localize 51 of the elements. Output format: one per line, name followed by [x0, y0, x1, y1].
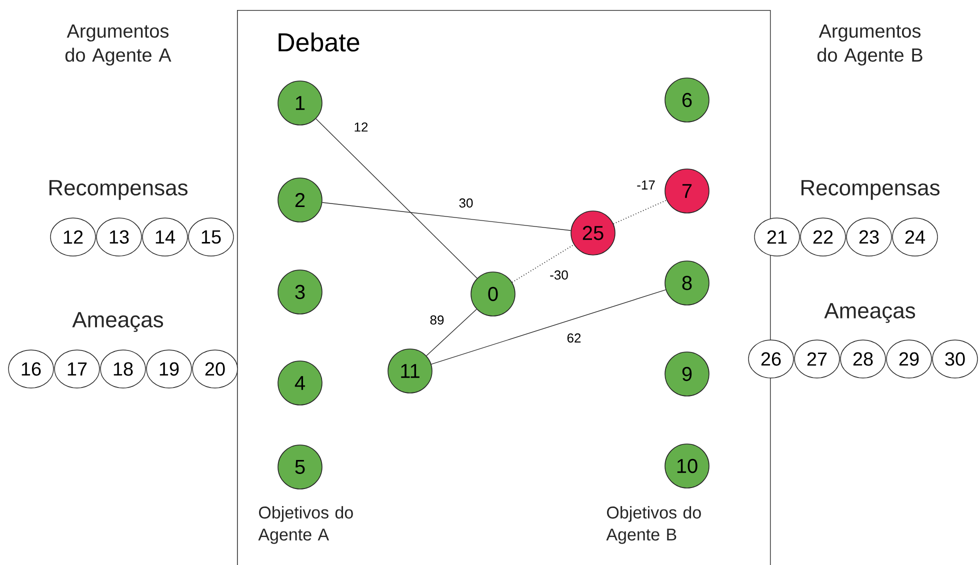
circle-node: 19 — [146, 350, 192, 388]
circle-node: 28 — [840, 340, 886, 378]
circle-node: 11 — [388, 348, 432, 394]
heading-text: Ameaças — [72, 312, 164, 332]
circle-node: 16 — [8, 350, 54, 388]
circle-node: 17 — [54, 350, 100, 388]
circle-node: 29 — [886, 340, 932, 378]
circle-node: 18 — [100, 350, 146, 388]
heading-text: Recompensas — [50, 180, 188, 200]
edge-label: -17 — [636, 180, 656, 190]
edge-label: 30 — [458, 197, 474, 209]
circle-node: 30 — [932, 340, 978, 378]
heading-text: Argumentos do Agente A — [65, 24, 172, 66]
connector-line — [316, 118, 478, 279]
circle-node: 14 — [142, 218, 188, 256]
connector-line — [431, 289, 666, 365]
connector-line — [426, 308, 477, 356]
connector-line — [512, 244, 574, 283]
circle-node: 25 — [570, 210, 616, 256]
circle-node: 20 — [192, 350, 238, 388]
circle-node: 9 — [664, 352, 710, 396]
circle-node: 27 — [794, 340, 840, 378]
edge-label: 89 — [428, 314, 446, 326]
heading-text: Ameaças — [824, 303, 916, 323]
circle-node: 1 — [278, 80, 322, 126]
edge-label: 62 — [566, 332, 582, 344]
edge-label: -30 — [548, 269, 570, 281]
circle-node: 8 — [664, 260, 710, 306]
heading-text: Argumentos do Agente B — [817, 24, 922, 66]
circle-node: 5 — [278, 444, 322, 490]
circle-node: 15 — [188, 218, 234, 256]
heading-text: Objetivos do Agente A — [258, 506, 353, 544]
edge-label: 12 — [352, 121, 370, 133]
circle-node: 4 — [278, 360, 322, 406]
circle-node: 21 — [754, 218, 800, 256]
circle-node: 26 — [748, 340, 794, 378]
circle-node: 23 — [846, 218, 892, 256]
heading-text: Recompensas — [802, 180, 940, 200]
circle-node: 24 — [892, 218, 938, 256]
heading-text: Objetivos do Agente B — [606, 506, 701, 544]
circle-node: 7 — [664, 168, 710, 214]
circle-node: 10 — [664, 444, 710, 488]
circle-node: 22 — [800, 218, 846, 256]
connector-line — [322, 202, 572, 231]
circle-node: 2 — [278, 178, 322, 222]
circle-node: 0 — [470, 272, 516, 316]
circle-node: 6 — [664, 78, 710, 122]
connector-line — [612, 200, 668, 224]
circle-node: 12 — [50, 218, 96, 256]
circle-node: 13 — [96, 218, 142, 256]
circle-node: 3 — [278, 270, 322, 314]
